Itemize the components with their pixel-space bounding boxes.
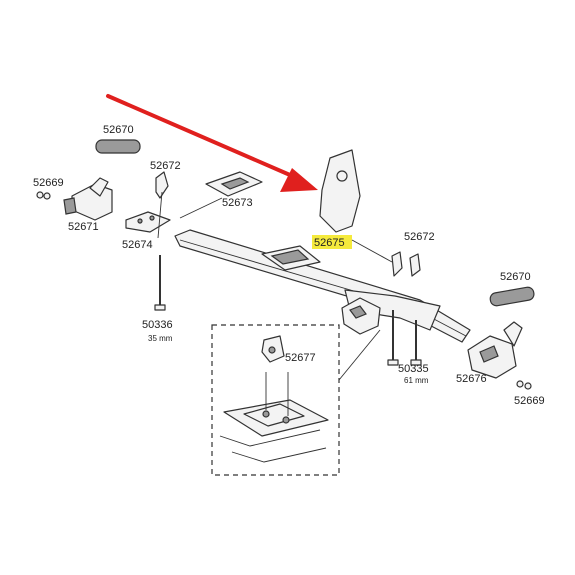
leader-52673 xyxy=(179,197,223,219)
label-52671: 52671 xyxy=(68,221,99,233)
label-50335: 50335 xyxy=(398,363,429,375)
part-50336 xyxy=(154,255,166,311)
part-52676 xyxy=(467,321,523,379)
label-52675: 52675 xyxy=(314,237,345,249)
part-52669-left xyxy=(36,191,51,200)
label-50336-length: 35 mm xyxy=(148,334,173,343)
leader-52674 xyxy=(157,191,163,239)
label-52674: 52674 xyxy=(122,239,153,251)
part-52672-left xyxy=(155,171,169,199)
highlight-52675 xyxy=(312,235,352,249)
label-52673: 52673 xyxy=(222,197,253,209)
label-52670-left: 52670 xyxy=(103,124,134,136)
label-52669-left: 52669 xyxy=(33,177,64,189)
label-52676: 52676 xyxy=(456,373,487,385)
part-50335 xyxy=(387,310,422,366)
part-52669-right xyxy=(516,380,532,390)
detail-inset xyxy=(211,324,381,476)
label-52677: 52677 xyxy=(285,352,316,364)
label-52670-right: 52670 xyxy=(500,271,531,283)
part-52672-right xyxy=(391,251,421,277)
pointer-arrow xyxy=(106,94,318,192)
part-52671 xyxy=(63,177,113,221)
leader-52675 xyxy=(351,239,393,263)
label-50336: 50336 xyxy=(142,319,173,331)
part-52675 xyxy=(319,149,361,233)
label-50335-length: 61 mm xyxy=(404,376,429,385)
label-52672-left: 52672 xyxy=(150,160,181,172)
label-52669-right: 52669 xyxy=(514,395,545,407)
rail-clamp-body xyxy=(341,297,381,335)
part-52670-right xyxy=(489,286,535,307)
part-52673 xyxy=(205,171,263,197)
label-52672-right: 52672 xyxy=(404,231,435,243)
part-52670-left xyxy=(95,139,141,154)
part-52674 xyxy=(125,211,171,233)
